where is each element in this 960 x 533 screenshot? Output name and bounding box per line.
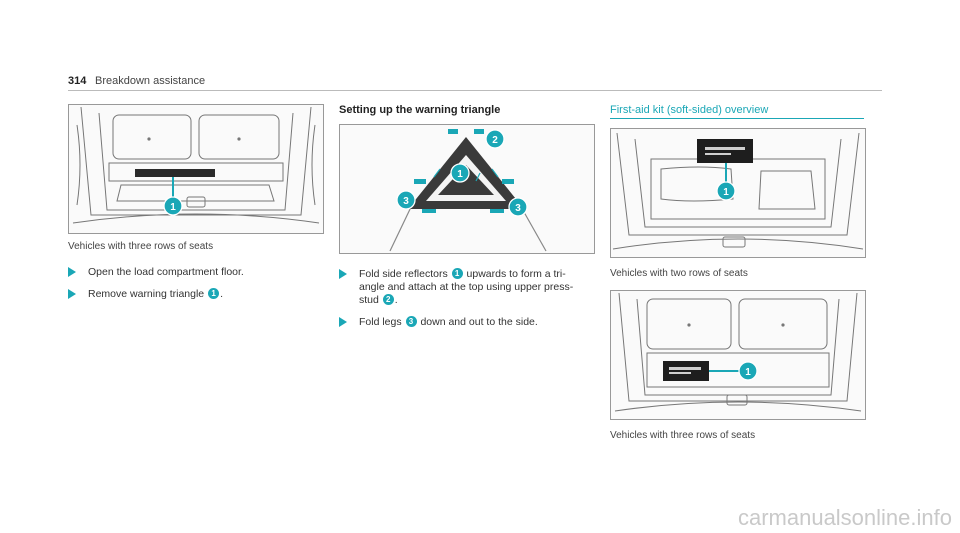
step-arrow-icon (339, 269, 347, 279)
caption-two-rows: Vehicles with two rows of seats (610, 268, 748, 279)
first-aid-photo-two-rows: 1 (610, 128, 866, 258)
section-title-underline (610, 118, 864, 119)
section-title-warning-triangle: Setting up the warning triangle (339, 104, 501, 116)
warning-triangle-photo: 1 2 3 3 (339, 124, 595, 254)
step-open-floor: Open the load compartment floor. (68, 266, 318, 280)
step-fold-legs: Fold legs 3 down and out to the side. (339, 316, 595, 330)
step-remove-triangle: Remove warning triangle 1. (68, 288, 318, 302)
callout-1-label: 1 (170, 202, 176, 213)
callout-3-left-marker (396, 190, 416, 210)
step-text: Open the load compartment floor. (88, 266, 244, 278)
svg-text:1: 1 (745, 367, 751, 378)
svg-text:3: 3 (515, 203, 521, 214)
callout-3-right-marker (508, 197, 528, 217)
callout-1-marker (163, 196, 183, 216)
caption-three-rows: Vehicles with three rows of seats (68, 241, 214, 252)
callout-1-marker (738, 361, 758, 381)
boot-photo-three-rows: 1 (68, 104, 324, 234)
callout-1-marker (450, 163, 470, 183)
svg-text:3: 3 (403, 196, 409, 207)
callout-2-marker (485, 129, 505, 149)
svg-text:2: 2 (492, 135, 498, 146)
svg-text:1: 1 (457, 169, 463, 180)
step-arrow-icon (339, 317, 347, 327)
page-number: 314 (68, 75, 87, 87)
step-arrow-icon (68, 267, 76, 277)
callout-badge: 1 (451, 268, 463, 279)
callout-badge: 1 (208, 288, 220, 299)
callout-1-marker (716, 181, 736, 201)
step-fold-reflectors: Fold side reflectors 1 upwards to form a… (339, 268, 595, 310)
section-title-first-aid-kit[interactable]: First-aid kit (soft-sided) overview (610, 104, 769, 116)
callout-badge: 2 (382, 294, 394, 305)
callout-badge: 3 (405, 316, 417, 327)
svg-text:1: 1 (723, 187, 729, 198)
caption-three-rows-kit: Vehicles with three rows of seats (610, 430, 756, 441)
first-aid-photo-three-rows: 1 (610, 290, 866, 420)
watermark: carmanualsonline.info (737, 505, 952, 530)
step-arrow-icon (68, 289, 76, 299)
header-divider (68, 90, 882, 91)
page-section-title: Breakdown assistance (95, 75, 206, 87)
